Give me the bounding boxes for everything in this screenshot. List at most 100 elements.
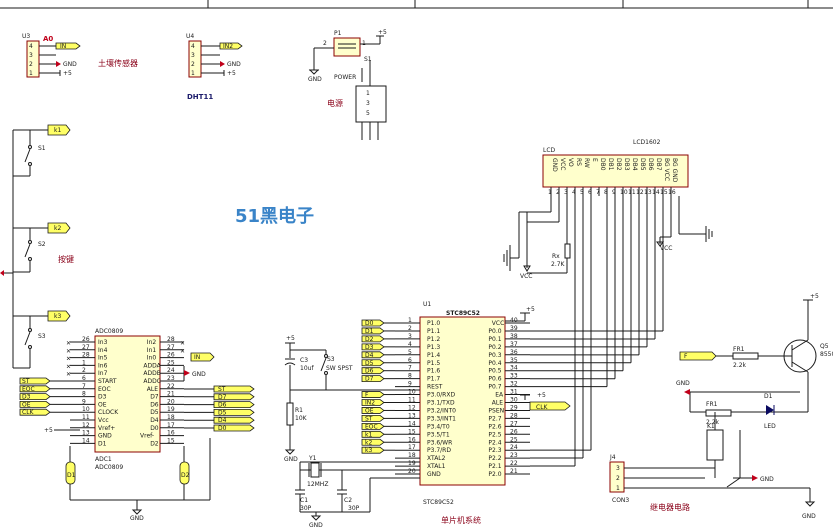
adc-pin-label: ADDA xyxy=(143,362,161,369)
adc-in-label: IN xyxy=(194,354,200,361)
mcu-body xyxy=(419,316,506,486)
y1-value: 12MHZ xyxy=(307,481,328,488)
u4-pin: 4 xyxy=(191,43,195,50)
mcu-net-flag xyxy=(361,375,385,383)
adc-right-net-label: D4 xyxy=(218,417,227,424)
mcu-pin-label: P1.3 xyxy=(427,344,440,351)
lcd-pin-number: 9 xyxy=(612,189,616,196)
lcd-pin-number: 1 xyxy=(548,189,552,196)
adc-body xyxy=(94,335,161,453)
mcu-net-flag xyxy=(361,351,385,359)
fr1-ref: FR1 xyxy=(733,346,745,353)
lcd-pin-number: 3 xyxy=(564,189,568,196)
u4-title: DHT11 xyxy=(187,93,213,101)
relay-title: 继电器电路 xyxy=(650,502,690,512)
lcd-pin-number: 11 xyxy=(628,189,636,196)
adc-pin-label: CLOCK xyxy=(98,409,119,416)
mcu-pin-number: 8 xyxy=(408,373,412,380)
lcd-pin-number: 4 xyxy=(572,189,576,196)
lcd-bus-wires xyxy=(530,196,664,467)
reset-p5-label: +5 xyxy=(286,335,295,342)
adc-pin-label: In4 xyxy=(98,347,108,354)
relay-f-flag xyxy=(679,351,717,361)
power-gnd-label: GND xyxy=(308,76,322,83)
r1-resistor xyxy=(286,402,294,426)
adc-pin-number: 20 xyxy=(167,398,175,405)
mcu-pin-number: 13 xyxy=(408,412,416,419)
adc-pin-label: D7 xyxy=(150,394,159,401)
mcu-pin-number: 35 xyxy=(510,357,518,364)
mcu-pin-label: P3.4/T0 xyxy=(427,423,450,430)
u4-pin: 3 xyxy=(191,52,195,59)
mcu-pin-number: 28 xyxy=(510,412,518,419)
adc-pin-number: 2 xyxy=(82,367,86,374)
mcu-net-flag xyxy=(361,359,385,367)
mcu-net-label: D4 xyxy=(365,352,374,359)
adc-pin-number: 9 xyxy=(82,398,86,405)
keys-title: 按键 xyxy=(58,254,74,264)
mcu-net-flag xyxy=(361,327,385,335)
j4-pin: 2 xyxy=(616,475,620,482)
gnd-icon xyxy=(684,389,690,395)
mcu-pin-label: P2.2 xyxy=(488,455,501,462)
mcu-pin-label: P3.5/T1 xyxy=(427,431,450,438)
k1-ref: K1 xyxy=(707,423,715,430)
mcu-pin-label: P1.2 xyxy=(427,336,440,343)
adc-pin-number: 16 xyxy=(167,430,175,437)
lcd-pin-number: 7 xyxy=(596,189,600,196)
mcu-ref: U1 xyxy=(423,301,431,308)
lcd-pin-label: RS xyxy=(575,158,582,166)
keys-section: k1 k2 k3 S1 S2 S3 按键 xyxy=(0,124,74,369)
mcu-net-flag xyxy=(361,399,385,406)
adc-in-flag xyxy=(190,352,215,362)
mcu-pin-label: P0.0 xyxy=(488,328,501,335)
mcu-value: STC89C52 xyxy=(446,310,480,317)
mcu-net-label: D3 xyxy=(365,344,374,351)
c1-value: 30P xyxy=(300,505,312,512)
lcd-pin-label: DB4 xyxy=(631,158,638,171)
adc-right-pins: 28In2✕27In1✕26In025ADDA24ADDB23ADDC22ALE… xyxy=(140,336,185,447)
nc-mark: ✕ xyxy=(66,340,71,347)
adc-d1-flag xyxy=(65,461,76,485)
mcu-pin-number: 18 xyxy=(408,452,416,459)
key-net-label: k3 xyxy=(54,313,61,320)
nc-mark: ✕ xyxy=(66,356,71,363)
adc-left-net-flag xyxy=(19,377,51,385)
mcu-net-label: IN2 xyxy=(365,400,375,407)
lcd-pin-label: BG VCC xyxy=(663,158,670,181)
sw-pin: 5 xyxy=(366,110,370,117)
lcd-pin-label: VCC xyxy=(559,158,566,170)
mcu-pin-number: 24 xyxy=(510,444,518,451)
mcu-pin-number: 4 xyxy=(408,341,412,348)
j4-connector xyxy=(609,461,625,493)
lcd-pin-label: E xyxy=(591,158,598,162)
s3-ref: S3 xyxy=(327,356,335,363)
mcu-pin-label: PSEN xyxy=(488,407,504,414)
lcd-pin-number: 16 xyxy=(668,189,676,196)
mcu-pin-number: 12 xyxy=(408,404,416,411)
u3-ref: U3 xyxy=(22,33,30,40)
mcu-pin-label: P2.5 xyxy=(488,431,501,438)
adc-pin-number: 26 xyxy=(82,336,90,343)
u4-in-flag xyxy=(219,42,243,50)
adc-right-net-label: D5 xyxy=(218,409,227,416)
rx-value: 2.7K xyxy=(551,261,566,268)
mcu-pin-number: 10 xyxy=(408,389,416,396)
mcu-pin-label: P0.2 xyxy=(488,344,501,351)
mcu-pin-number: 16 xyxy=(408,436,416,443)
adc-right-net-flag xyxy=(213,416,255,424)
u3-in-flag xyxy=(55,42,81,50)
c1-ref: C1 xyxy=(300,497,308,504)
mcu-net-label: D5 xyxy=(365,360,374,367)
adc-pin-number: 8 xyxy=(82,391,86,398)
q5-ref: Q5 xyxy=(820,343,829,350)
sw-pin: 1 xyxy=(366,90,370,97)
d1-ref: D1 xyxy=(764,393,773,400)
mcu-net-flag xyxy=(361,414,385,422)
adc-pin-label: In1 xyxy=(147,347,157,354)
reset-circuit: +5 C3 10uf S3 SW SPST R1 10K GND xyxy=(284,335,420,463)
gnd-icon xyxy=(310,515,322,521)
